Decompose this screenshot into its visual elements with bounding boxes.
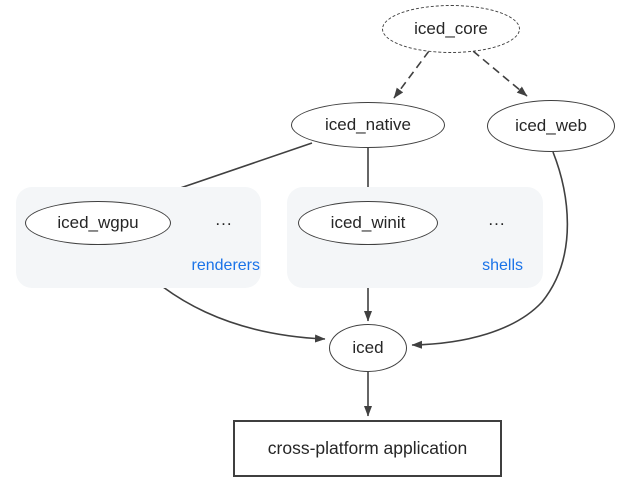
edge-iced-core-to-iced-web — [472, 50, 528, 97]
node-iced-web: iced_web — [487, 100, 615, 152]
node-iced-native: iced_native — [291, 102, 445, 148]
node-iced-wgpu: iced_wgpu — [25, 201, 171, 245]
node-iced-winit: iced_winit — [298, 201, 438, 245]
group-label-shells: shells — [482, 257, 523, 274]
node-cross-platform-application: cross-platform application — [233, 420, 502, 477]
edge-iced-core-to-iced-native — [393, 50, 430, 99]
edge-iced-web-to-iced — [411, 151, 569, 349]
renderers-ellipsis: ... — [215, 210, 233, 229]
group-label-renderers: renderers — [191, 257, 260, 274]
node-iced: iced — [329, 324, 407, 372]
shells-ellipsis: ... — [488, 210, 506, 229]
node-iced-core: iced_core — [382, 5, 520, 53]
